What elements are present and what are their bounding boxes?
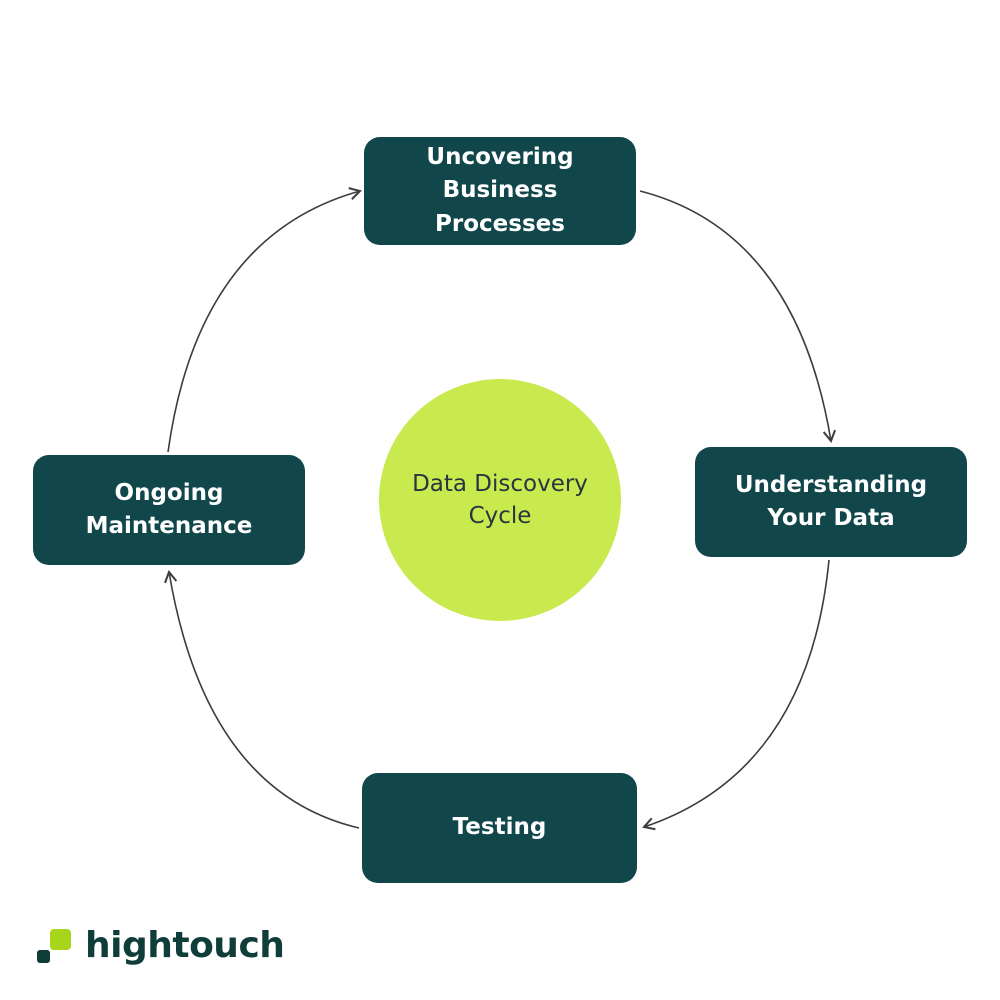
brand-wordmark: hightouch	[85, 925, 285, 966]
node-ongoing-maintenance: Ongoing Maintenance	[33, 455, 305, 565]
logo-lime-square	[50, 928, 71, 950]
node-testing: Testing	[362, 773, 637, 883]
node-label-line: Maintenance	[85, 513, 253, 539]
node-label-line: Your Data	[767, 505, 895, 531]
node-label-line: Testing	[452, 814, 547, 841]
node-uncovering-business-processes: Uncovering Business Processes	[364, 137, 636, 245]
node-label-line: Uncovering	[426, 143, 574, 170]
hightouch-logo-icon	[35, 927, 73, 965]
brand-footer: hightouch	[35, 925, 285, 966]
center-label-line: Cycle	[468, 503, 532, 529]
arrow-left-to-top	[167, 187, 362, 453]
arrow-top-to-right	[639, 190, 836, 444]
node-understanding-your-data: Understanding Your Data	[695, 447, 967, 557]
center-label-line: Data Discovery	[412, 470, 588, 497]
center-circle-data-discovery-cycle: Data Discovery Cycle	[379, 379, 621, 621]
node-label-line: Processes	[435, 210, 565, 237]
node-label-line: Business	[442, 177, 558, 204]
arrow-bottom-to-left	[164, 569, 360, 829]
node-label-line: Understanding	[734, 471, 928, 498]
logo-dark-square	[37, 949, 50, 963]
arrow-right-to-bottom	[642, 559, 830, 831]
node-label-line: Ongoing	[114, 479, 224, 506]
